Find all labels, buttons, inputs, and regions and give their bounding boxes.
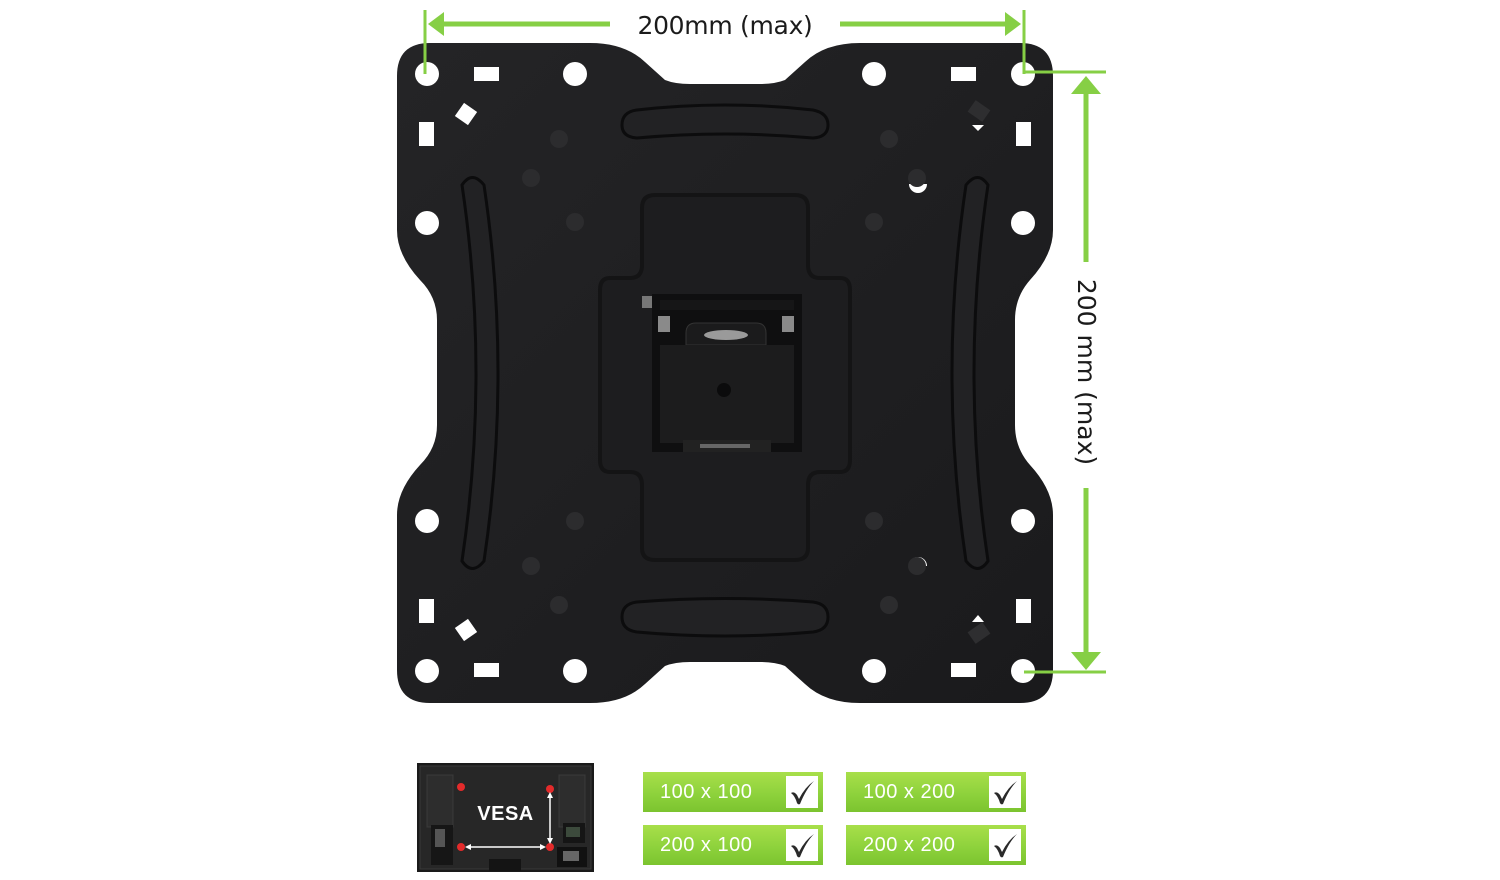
vesa-hole-marker <box>457 783 465 791</box>
horizontal-dimension-label: 200mm (max) <box>637 11 813 40</box>
vesa-thumbnail: VESA <box>417 763 594 872</box>
arrow-left-icon <box>428 12 444 36</box>
vesa-hole-marker <box>457 843 465 851</box>
checkmark-icon <box>989 829 1021 861</box>
badge-label: 200 x 100 <box>660 833 753 856</box>
checkmark-icon <box>989 776 1021 808</box>
left-slot <box>460 176 500 570</box>
dimples <box>522 130 926 614</box>
right-slot <box>950 176 990 570</box>
dark-diamonds <box>967 100 991 644</box>
vesa-hole-marker <box>546 785 554 793</box>
vesa-badge-200x200: 200 x 200 <box>846 825 1026 865</box>
tilt-mechanism <box>642 294 802 452</box>
arrow-right-icon <box>1005 12 1021 36</box>
vertical-dimension-label: 200 mm (max) <box>1072 278 1101 466</box>
bottom-slot <box>620 597 830 638</box>
vesa-badge-100x200: 100 x 200 <box>846 772 1026 812</box>
badge-label: 100 x 100 <box>660 780 753 803</box>
mounting-holes <box>415 62 1035 683</box>
badge-label: 200 x 200 <box>863 833 956 856</box>
tv-back-illustration <box>417 763 594 872</box>
checkmark-icon <box>786 776 818 808</box>
checkmark-icon <box>786 829 818 861</box>
badge-label: 100 x 200 <box>863 780 956 803</box>
arrow-down-icon <box>1071 652 1101 670</box>
arrow-up-icon <box>1071 76 1101 94</box>
vesa-hole-marker <box>546 843 554 851</box>
vesa-badge-200x100: 200 x 100 <box>643 825 823 865</box>
vesa-badge-100x100: 100 x 100 <box>643 772 823 812</box>
vesa-label: VESA <box>477 803 534 825</box>
top-slot <box>620 103 830 140</box>
mount-plate-diagram <box>397 10 1106 703</box>
vertical-dimension <box>1022 58 1106 674</box>
